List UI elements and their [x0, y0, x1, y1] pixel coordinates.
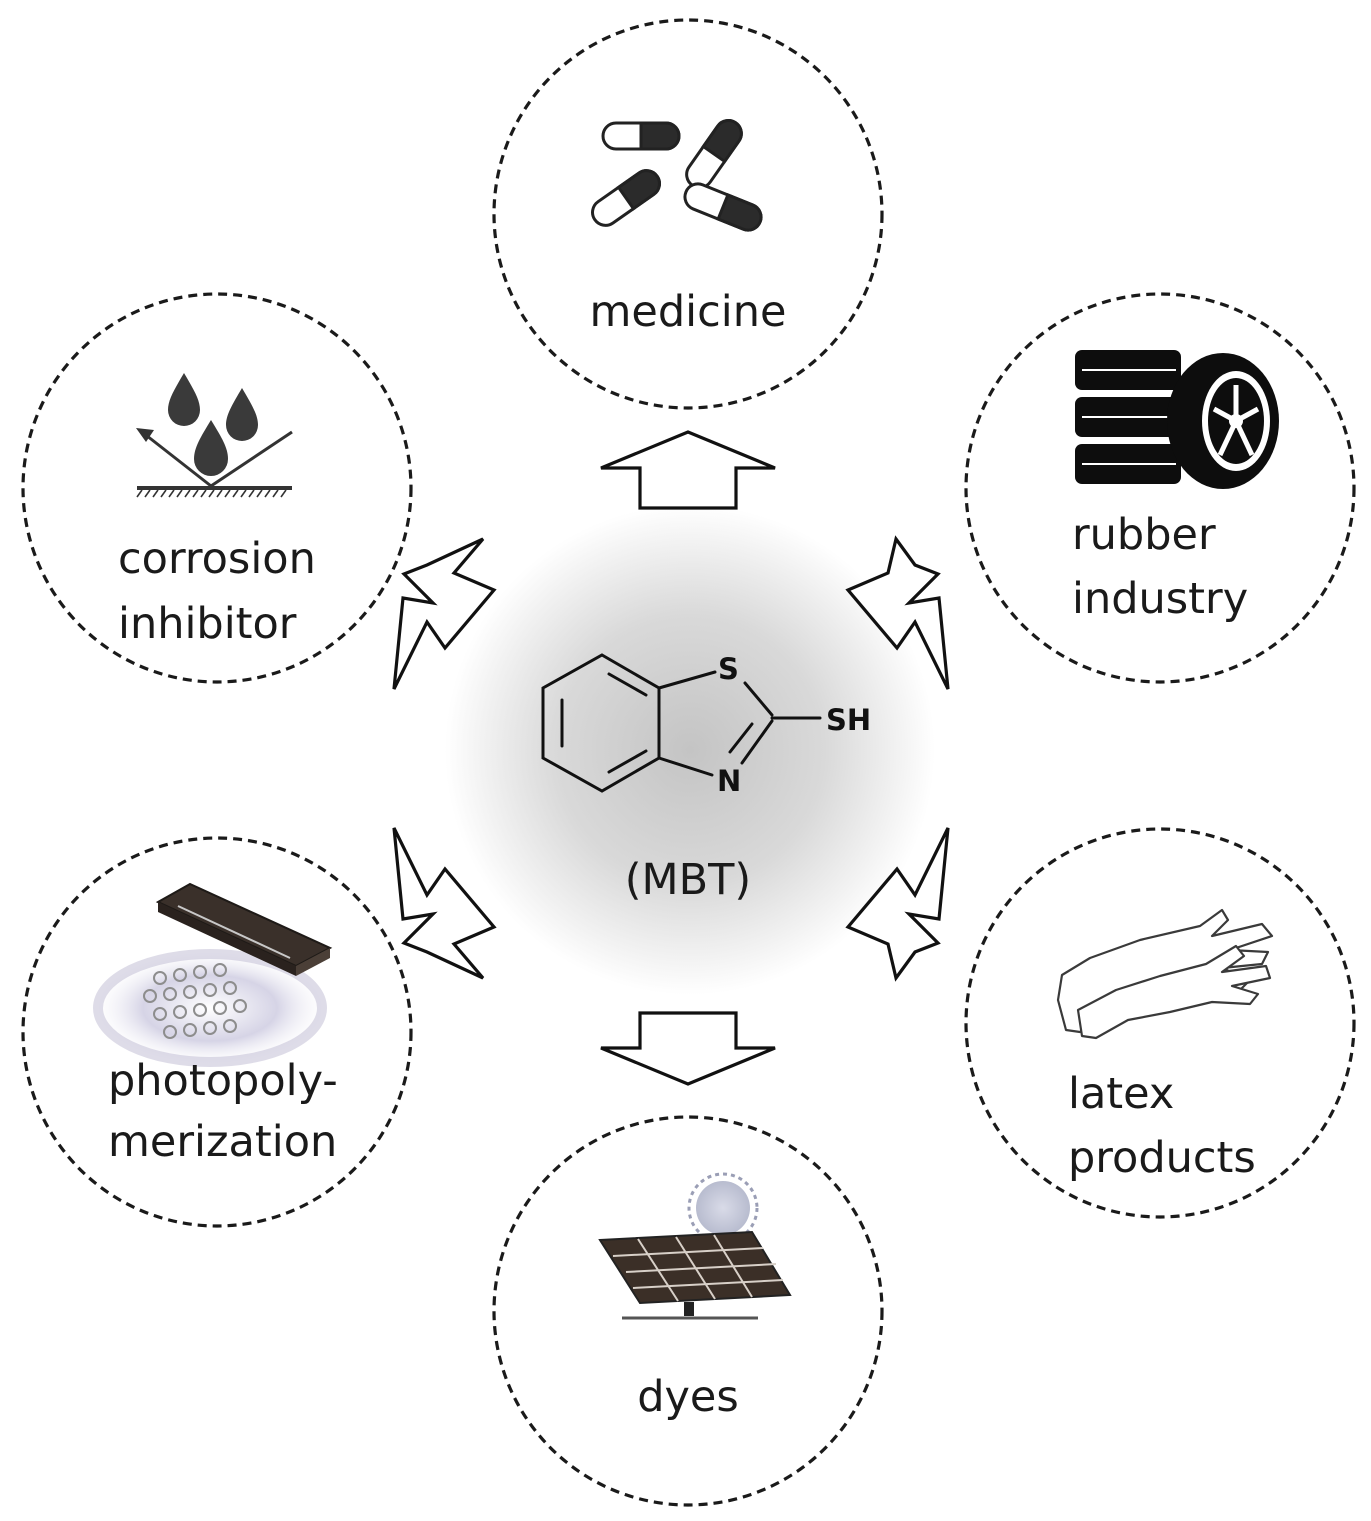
dyes-ring — [492, 1115, 884, 1507]
latex-products-label-line2: products — [1068, 1133, 1256, 1183]
solar-panel-icon — [598, 1172, 792, 1320]
dyes-label: dyes — [637, 1372, 739, 1422]
nitrogen-atom-label: N — [717, 764, 741, 798]
molecule-name: (MBT) — [625, 855, 751, 905]
rubber-industry-label-line2: industry — [1072, 574, 1248, 624]
medicine-label: medicine — [590, 287, 787, 337]
sun-icon — [687, 1172, 759, 1244]
arrow-to-latex-products — [845, 827, 950, 982]
medicine-node: medicine — [492, 18, 884, 410]
arrow-to-photopolymerization — [392, 827, 497, 980]
uv-lamp-icon — [88, 882, 333, 1068]
arrow-down-to-dyes — [600, 1011, 776, 1086]
capsules-icon — [591, 119, 763, 232]
latex-products-ring — [964, 827, 1356, 1219]
droplets-surface-icon — [136, 373, 293, 498]
arrow-to-corrosion-inhibitor — [392, 537, 497, 690]
medicine-ring — [492, 18, 884, 410]
photopolymerization-ring — [21, 836, 413, 1228]
benzothiazole-structure — [541, 653, 822, 793]
particle-grid — [143, 963, 247, 1039]
rubber-industry-ring — [964, 292, 1356, 684]
rubber-industry-node: rubber industry — [964, 292, 1356, 684]
photopolymerization-node: photopoly- merization — [21, 836, 413, 1228]
rubber-industry-label-line1: rubber — [1072, 510, 1216, 560]
center-molecule: S N SH (MBT) — [445, 505, 935, 995]
sulfur-atom-label: S — [718, 652, 739, 686]
photopolymerization-label-line2: merization — [108, 1117, 337, 1167]
latex-products-node: latex products — [964, 827, 1356, 1219]
photopolymerization-label-line1: photopoly- — [108, 1056, 338, 1106]
center-glow — [445, 505, 935, 995]
arrow-up-to-medicine — [600, 430, 776, 510]
arrow-to-rubber-industry — [845, 535, 950, 690]
corrosion-inhibitor-label-line1: corrosion — [118, 534, 316, 584]
corrosion-inhibitor-node: corrosion inhibitor — [21, 292, 413, 684]
gloves-icon — [1056, 908, 1274, 1040]
latex-products-label-line1: latex — [1068, 1069, 1174, 1119]
tires-icon — [1075, 350, 1279, 489]
corrosion-inhibitor-ring — [21, 292, 413, 684]
dyes-node: dyes — [492, 1115, 884, 1507]
thiol-group-label: SH — [826, 703, 871, 737]
corrosion-inhibitor-label-line2: inhibitor — [118, 599, 297, 649]
